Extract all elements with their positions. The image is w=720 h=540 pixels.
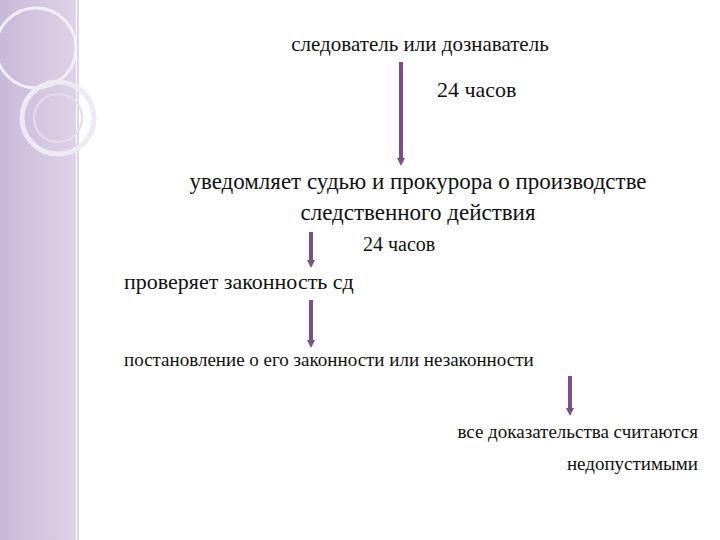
arrow-connector: [309, 232, 313, 264]
arrow-connector: [399, 62, 403, 162]
edge-label: 24 часов: [435, 77, 518, 103]
arrow-connector: [309, 300, 313, 344]
text-node: все доказательства считаются недопустимы…: [410, 416, 698, 480]
text-node: следователь или дознаватель: [220, 30, 620, 58]
node-text: все доказательства считаются недопустимы…: [410, 416, 698, 480]
node-text: уведомляет судью и прокурора о производс…: [118, 166, 718, 228]
deco-circle: [22, 82, 94, 154]
text-node: уведомляет судью и прокурора о производс…: [118, 166, 718, 228]
deco-circle: [0, 8, 76, 88]
band-edge: [78, 0, 79, 540]
node-text: проверяет законность сд: [124, 268, 544, 296]
arrow-connector: [568, 376, 572, 412]
deco-circle: [34, 94, 82, 142]
node-text: постановление о его законности или незак…: [124, 348, 684, 372]
edge-label: 24 часов: [361, 232, 437, 256]
text-node: проверяет законность сд: [124, 268, 544, 296]
node-text: следователь или дознаватель: [220, 30, 620, 58]
text-node: постановление о его законности или незак…: [124, 348, 684, 372]
